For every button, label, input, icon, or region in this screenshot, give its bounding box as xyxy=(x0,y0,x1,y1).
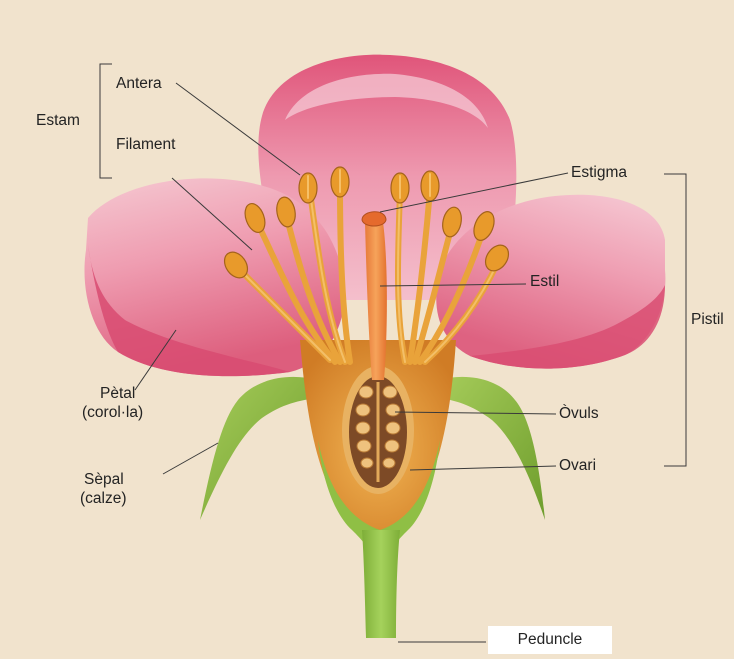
peduncle-label-box: Peduncle xyxy=(488,626,612,654)
stigma xyxy=(362,212,386,226)
label-filament: Filament xyxy=(116,135,175,154)
label-ovuls: Òvuls xyxy=(559,404,599,423)
label-sepal-note: (calze) xyxy=(80,489,127,508)
label-estam: Estam xyxy=(36,111,80,130)
label-antera: Antera xyxy=(116,74,162,93)
label-petal-note: (corol·la) xyxy=(82,403,143,422)
label-sepal-name: Sèpal xyxy=(80,470,127,489)
label-peduncle: Peduncle xyxy=(518,631,583,649)
label-petal: Pètal (corol·la) xyxy=(82,384,143,422)
label-petal-name: Pètal xyxy=(82,384,143,403)
stem xyxy=(362,530,400,638)
label-pistil: Pistil xyxy=(691,310,724,329)
label-estigma: Estigma xyxy=(571,163,627,182)
label-sepal: Sèpal (calze) xyxy=(80,470,127,508)
label-ovari: Ovari xyxy=(559,456,596,475)
label-estil: Estil xyxy=(530,272,559,291)
